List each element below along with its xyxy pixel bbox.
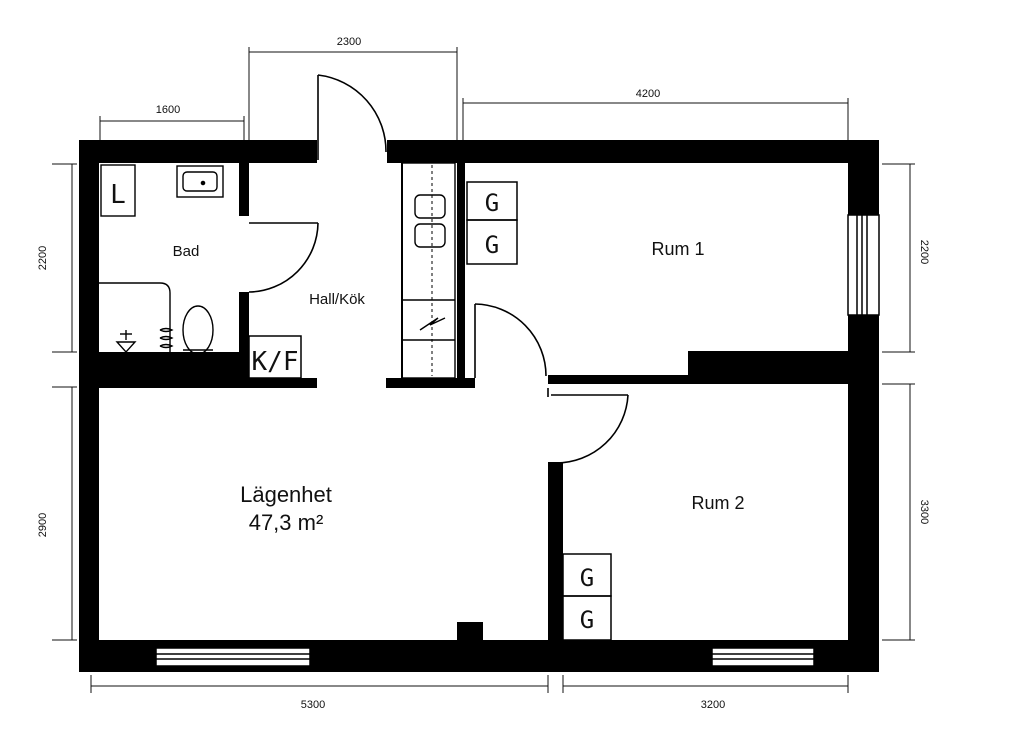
dim-right-2200: 2200	[918, 240, 930, 264]
room-label-rum1: Rum 1	[651, 239, 704, 259]
door-rum1	[474, 303, 547, 378]
wardrobe-rum2-bottom	[562, 595, 612, 641]
room-label-hall-kok: Hall/Kök	[309, 291, 365, 308]
wardrobe-labels: G G G G	[485, 189, 594, 634]
dim-bottom-5300: 5300	[301, 699, 325, 711]
dim-right-3300: 3300	[918, 500, 930, 524]
floor-drain	[115, 341, 137, 354]
dim-top-1600: 1600	[156, 104, 180, 116]
wardrobe-label: G	[580, 564, 594, 592]
washbasin	[176, 165, 224, 198]
laundry-label: L	[110, 180, 126, 210]
wardrobe-label: G	[580, 606, 594, 634]
wardrobe-label: G	[485, 189, 499, 217]
room-label-bad: Bad	[173, 243, 200, 260]
dim-top-4200: 4200	[636, 88, 660, 100]
dim-bottom-3200: 3200	[701, 699, 725, 711]
window-lagenhet	[155, 647, 311, 667]
toilet	[182, 305, 214, 355]
dimension-labels: 1600 2300 4200 2200 2900 2200 3300 5300 …	[37, 36, 930, 711]
window-rum1	[847, 214, 880, 316]
shower	[99, 282, 171, 352]
laundry-machine	[100, 164, 136, 217]
kf-cabinet: K/F	[248, 335, 302, 379]
doors	[248, 74, 629, 464]
dimension-lines	[52, 47, 915, 693]
bathroom-fixtures	[99, 164, 224, 355]
door-rum2	[547, 388, 629, 464]
apartment-area: 47,3 m²	[249, 510, 324, 535]
kf-label: K/F	[252, 347, 299, 377]
window-rum2	[711, 647, 815, 667]
room-label-rum2: Rum 2	[691, 493, 744, 513]
room-labels: Bad Hall/Kök Rum 1 Rum 2 Lägenhet 47,3 m…	[173, 239, 745, 535]
sink-2	[414, 223, 446, 248]
dim-top-2300: 2300	[337, 36, 361, 48]
dim-left-2200: 2200	[37, 246, 49, 270]
wardrobe-rum1-bottom	[466, 219, 518, 265]
apartment-title: Lägenhet	[240, 482, 332, 507]
door-entrance	[317, 74, 387, 160]
kitchen-counter	[401, 162, 456, 379]
sink-1	[414, 194, 446, 219]
windows	[155, 214, 880, 667]
wardrobes	[466, 181, 612, 641]
door-bathroom	[248, 222, 319, 293]
wardrobe-label: G	[485, 231, 499, 259]
dim-left-2900: 2900	[37, 513, 49, 537]
